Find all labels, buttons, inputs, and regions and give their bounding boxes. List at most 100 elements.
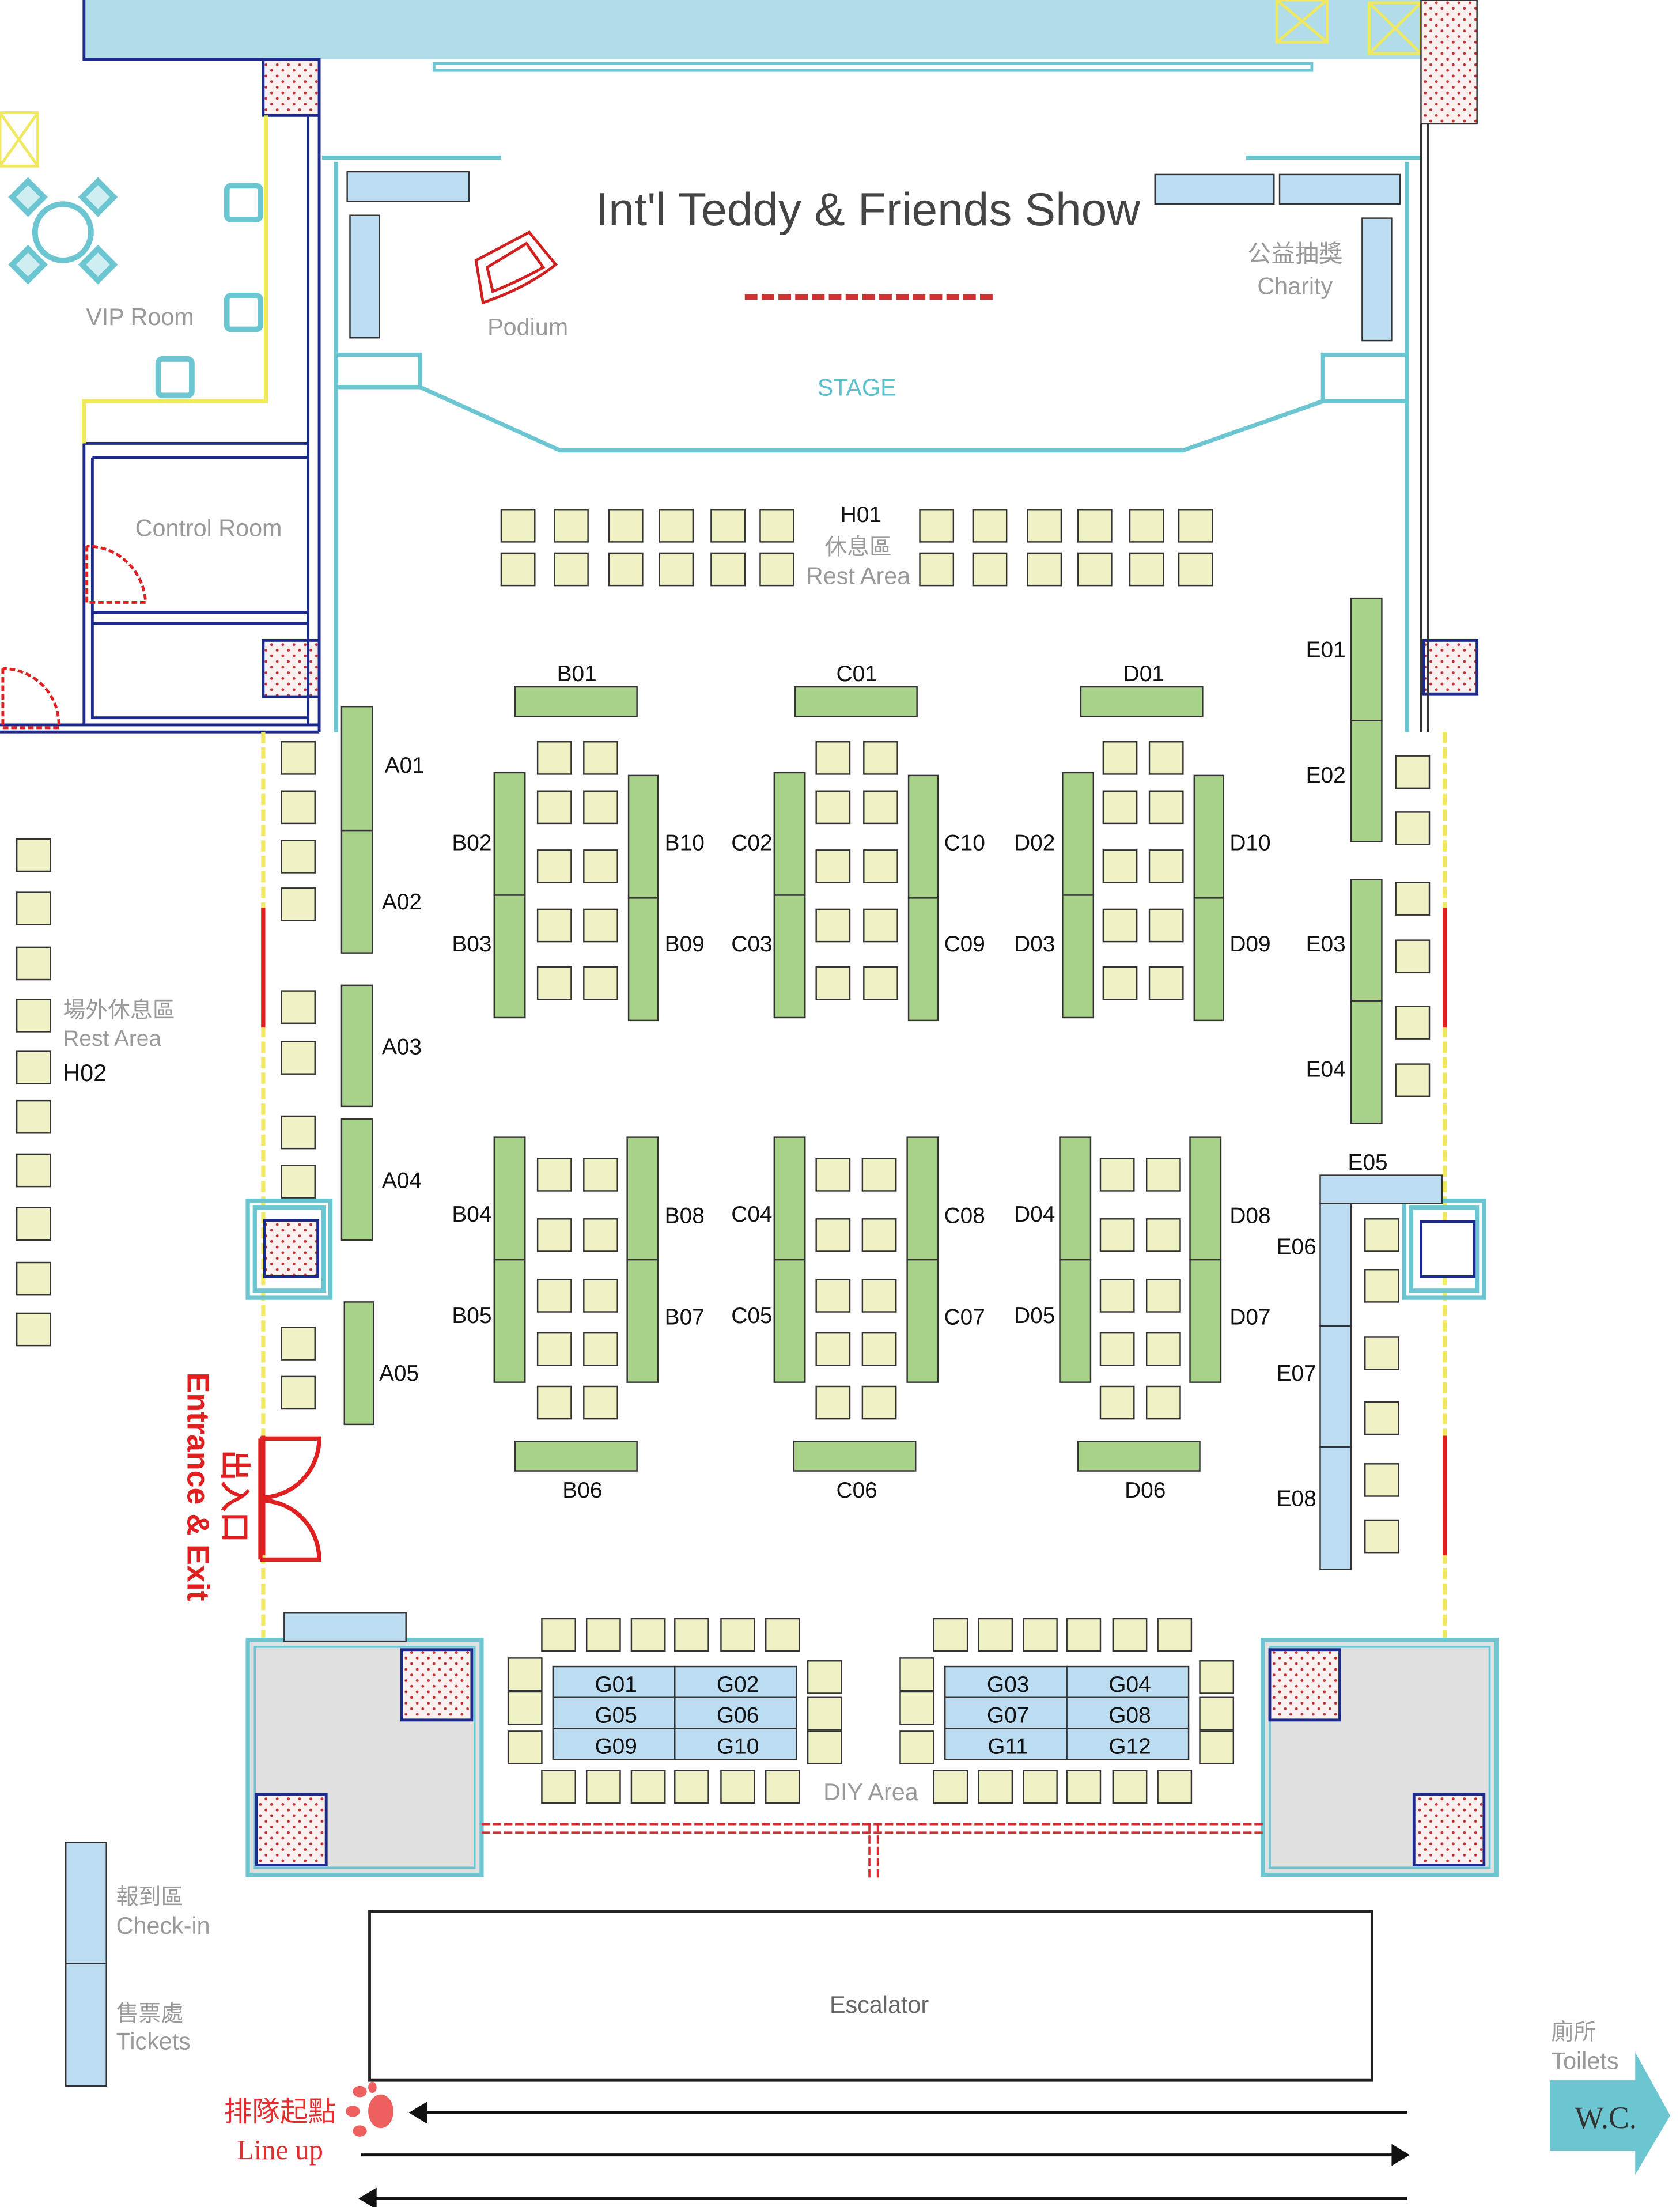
rest-seat[interactable]: [585, 1770, 621, 1804]
booth-C06[interactable]: [793, 1441, 917, 1472]
rest-seat[interactable]: [674, 1770, 709, 1804]
rest-seat[interactable]: [1129, 552, 1164, 587]
rest-seat[interactable]: [815, 849, 851, 883]
rest-seat[interactable]: [1099, 1385, 1135, 1420]
booth-A04[interactable]: [340, 1118, 373, 1241]
rest-seat[interactable]: [1112, 1618, 1148, 1652]
rest-seat[interactable]: [507, 1657, 543, 1691]
booth-D02[interactable]: [1062, 772, 1095, 896]
booth-B04[interactable]: [493, 1136, 526, 1261]
booth-B02[interactable]: [493, 772, 526, 896]
rest-seat[interactable]: [863, 908, 898, 943]
rest-seat[interactable]: [1157, 1770, 1193, 1804]
rest-seat[interactable]: [1023, 1618, 1058, 1652]
rest-seat[interactable]: [1023, 1770, 1058, 1804]
booth-B07[interactable]: [626, 1259, 659, 1383]
rest-seat[interactable]: [815, 966, 851, 1000]
booth-D09[interactable]: [1193, 897, 1225, 1022]
booth-D04[interactable]: [1059, 1136, 1092, 1261]
rest-seat[interactable]: [1027, 552, 1062, 587]
rest-seat[interactable]: [536, 966, 572, 1000]
rest-seat[interactable]: [765, 1618, 800, 1652]
rest-seat[interactable]: [861, 1279, 897, 1313]
rest-seat[interactable]: [583, 1279, 618, 1313]
rest-seat[interactable]: [899, 1691, 935, 1725]
rest-seat[interactable]: [863, 849, 898, 883]
rest-seat[interactable]: [861, 1218, 897, 1252]
rest-seat[interactable]: [765, 1770, 800, 1804]
rest-seat[interactable]: [1364, 1463, 1399, 1497]
booth-B09[interactable]: [627, 897, 659, 1022]
rest-seat[interactable]: [583, 790, 618, 825]
rest-seat[interactable]: [16, 891, 51, 926]
rest-seat[interactable]: [861, 1158, 897, 1192]
rest-seat[interactable]: [16, 1099, 51, 1134]
booth-G01[interactable]: [552, 1665, 676, 1698]
rest-seat[interactable]: [16, 946, 51, 981]
rest-seat[interactable]: [1129, 509, 1164, 543]
rest-seat[interactable]: [1145, 1279, 1181, 1313]
booth-B06[interactable]: [514, 1441, 638, 1472]
rest-seat[interactable]: [815, 1218, 851, 1252]
rest-seat[interactable]: [1145, 1385, 1181, 1420]
rest-seat[interactable]: [1395, 1006, 1431, 1040]
rest-seat[interactable]: [1148, 966, 1184, 1000]
rest-seat[interactable]: [16, 1207, 51, 1241]
booth-G10[interactable]: [674, 1728, 797, 1760]
rest-seat[interactable]: [630, 1618, 666, 1652]
rest-seat[interactable]: [1145, 1218, 1181, 1252]
rest-seat[interactable]: [536, 1158, 572, 1192]
rest-seat[interactable]: [1178, 509, 1213, 543]
rest-seat[interactable]: [507, 1730, 543, 1764]
rest-seat[interactable]: [1395, 882, 1431, 916]
booth-E01[interactable]: [1350, 597, 1383, 721]
rest-seat[interactable]: [583, 1385, 618, 1420]
rest-seat[interactable]: [720, 1770, 755, 1804]
booth-D05[interactable]: [1059, 1259, 1092, 1383]
rest-seat[interactable]: [1099, 1218, 1135, 1252]
rest-seat[interactable]: [583, 741, 618, 775]
rest-seat[interactable]: [554, 552, 589, 587]
rest-seat[interactable]: [281, 1327, 316, 1361]
booth-C01[interactable]: [794, 686, 918, 717]
rest-seat[interactable]: [536, 908, 572, 943]
rest-seat[interactable]: [933, 1618, 968, 1652]
rest-seat[interactable]: [807, 1660, 842, 1694]
rest-seat[interactable]: [16, 1153, 51, 1188]
rest-seat[interactable]: [16, 838, 51, 872]
rest-seat[interactable]: [583, 849, 618, 883]
rest-seat[interactable]: [1148, 790, 1184, 825]
rest-seat[interactable]: [919, 552, 955, 587]
rest-seat[interactable]: [815, 1385, 851, 1420]
booth-G11[interactable]: [944, 1728, 1068, 1760]
rest-seat[interactable]: [583, 1158, 618, 1192]
rest-seat[interactable]: [16, 1050, 51, 1085]
rest-seat[interactable]: [815, 908, 851, 943]
rest-seat[interactable]: [281, 1115, 316, 1150]
rest-seat[interactable]: [500, 552, 536, 587]
booth-B10[interactable]: [627, 774, 659, 899]
rest-seat[interactable]: [807, 1696, 842, 1731]
booth-B01[interactable]: [514, 686, 638, 717]
booth-C02[interactable]: [773, 772, 806, 896]
rest-seat[interactable]: [281, 1041, 316, 1075]
rest-seat[interactable]: [1102, 790, 1138, 825]
rest-seat[interactable]: [1148, 908, 1184, 943]
rest-seat[interactable]: [536, 1385, 572, 1420]
booth-B03[interactable]: [493, 894, 526, 1019]
rest-seat[interactable]: [630, 1770, 666, 1804]
rest-seat[interactable]: [281, 990, 316, 1024]
rest-seat[interactable]: [1077, 509, 1113, 543]
rest-seat[interactable]: [807, 1730, 842, 1764]
rest-seat[interactable]: [1157, 1618, 1193, 1652]
rest-seat[interactable]: [536, 1218, 572, 1252]
booth-E04[interactable]: [1350, 1000, 1383, 1124]
booth-E08[interactable]: [1319, 1446, 1352, 1570]
rest-seat[interactable]: [1199, 1696, 1235, 1731]
rest-seat[interactable]: [1364, 1401, 1399, 1435]
booth-D08[interactable]: [1189, 1136, 1222, 1261]
booth-D06[interactable]: [1077, 1441, 1201, 1472]
booth-G12[interactable]: [1066, 1728, 1190, 1760]
booth-A03[interactable]: [340, 984, 373, 1108]
rest-seat[interactable]: [536, 849, 572, 883]
